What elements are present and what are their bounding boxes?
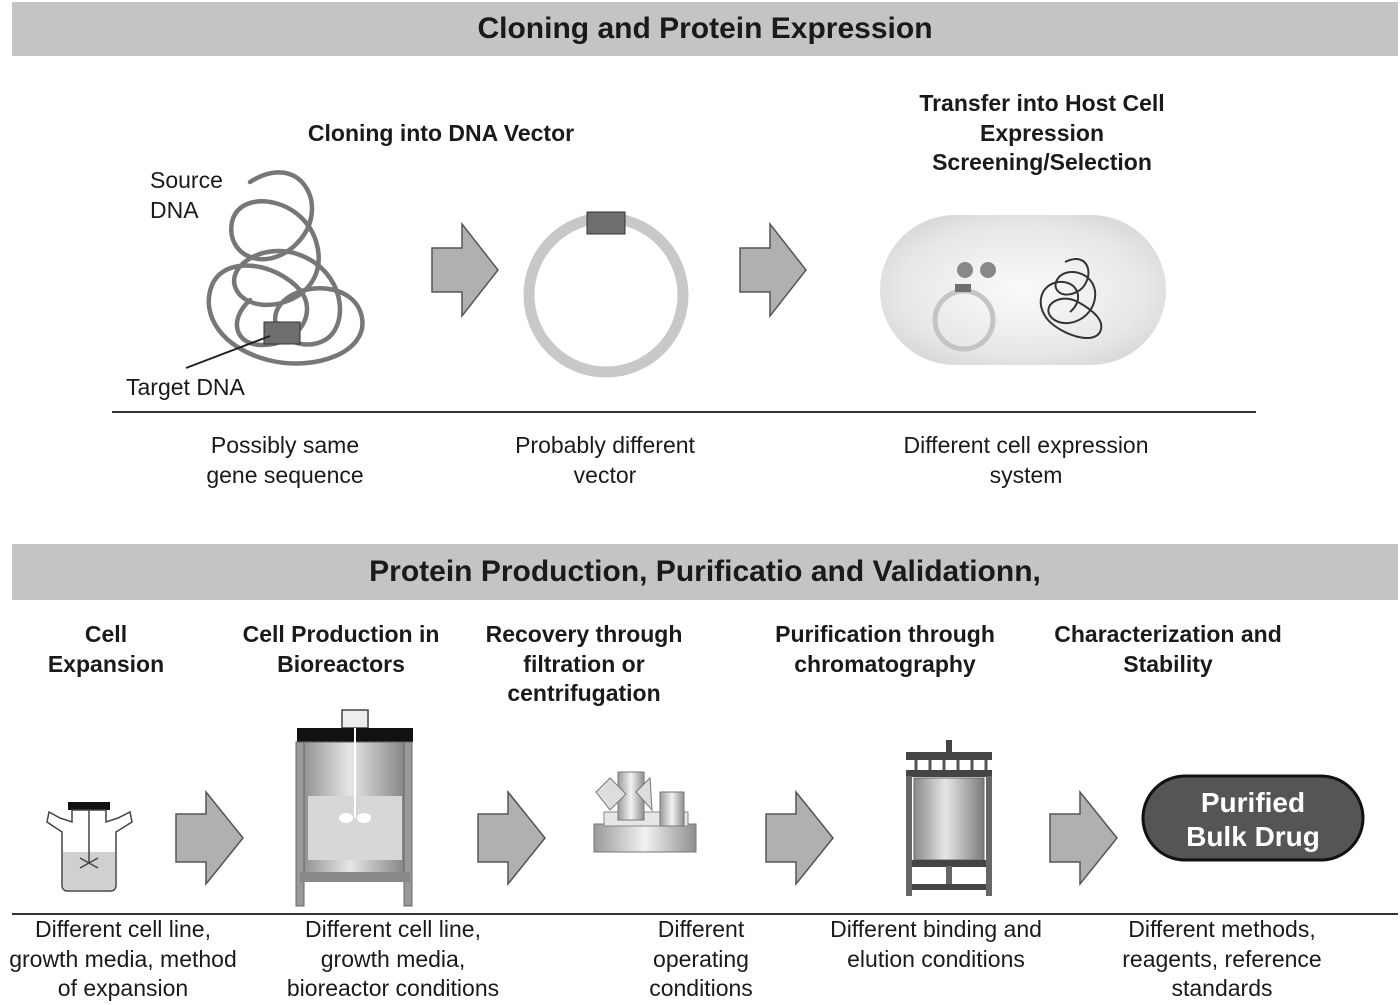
step-title-cell-expansion: Cell Expansion <box>47 621 165 677</box>
note-expression-system: Different cell expression system <box>903 432 1149 488</box>
step-title-bioreactors: Cell Production in Bioreactors <box>242 621 440 677</box>
target-dna-pointer <box>185 335 271 369</box>
note-purification: Different binding and elution conditions <box>830 916 1042 972</box>
ribosome-dot <box>980 262 996 278</box>
step-title-host-cell: Transfer into Host Cell Expression Scree… <box>919 90 1165 175</box>
arrow-icon <box>1049 789 1118 887</box>
source-dna-label: Source DNA <box>150 167 223 223</box>
plasmid-insert <box>586 211 626 235</box>
note-vector: Probably different vector <box>515 432 695 488</box>
note-recovery: Different operating conditions <box>649 916 753 1001</box>
host-cell <box>880 215 1166 365</box>
step-title-characterization: Characterization and Stability <box>1054 621 1282 677</box>
section-banner-production: Protein Production, Purificatio and Vali… <box>12 544 1398 600</box>
filtration-unit <box>593 771 697 853</box>
arrow-icon <box>477 789 546 887</box>
arrow-icon <box>765 789 834 887</box>
ribosome-dot <box>957 262 973 278</box>
plasmid-vector-ring <box>523 212 689 378</box>
target-dna-segment <box>263 321 301 345</box>
step-title-purification: Purification through chromatography <box>775 621 995 677</box>
purified-bulk-drug-label: Purified Bulk Drug <box>1186 787 1320 852</box>
note-gene-sequence: Possibly same gene sequence <box>206 432 364 488</box>
cell-culture-flask <box>46 802 133 892</box>
host-plasmid-insert <box>955 284 971 292</box>
host-chromosome <box>1039 258 1103 339</box>
note-cell-expansion: Different cell line, growth media, metho… <box>9 916 237 1001</box>
arrow-icon <box>739 221 807 319</box>
note-bioreactor: Different cell line, growth media, biore… <box>286 916 500 1001</box>
bioreactor-tank <box>295 709 413 907</box>
purified-bulk-drug-badge <box>1141 774 1365 862</box>
arrow-icon <box>431 221 499 319</box>
chromatography-column <box>906 740 992 896</box>
note-characterization: Different methods, reagents, reference s… <box>1122 916 1322 1001</box>
step-title-cloning: Cloning into DNA Vector <box>307 120 575 146</box>
step-title-recovery: Recovery through filtration or centrifug… <box>485 621 683 706</box>
source-dna-strand <box>206 170 365 366</box>
arrow-icon <box>175 789 244 887</box>
target-dna-label: Target DNA <box>126 374 245 400</box>
section-banner-cloning: Cloning and Protein Expression <box>12 2 1398 56</box>
